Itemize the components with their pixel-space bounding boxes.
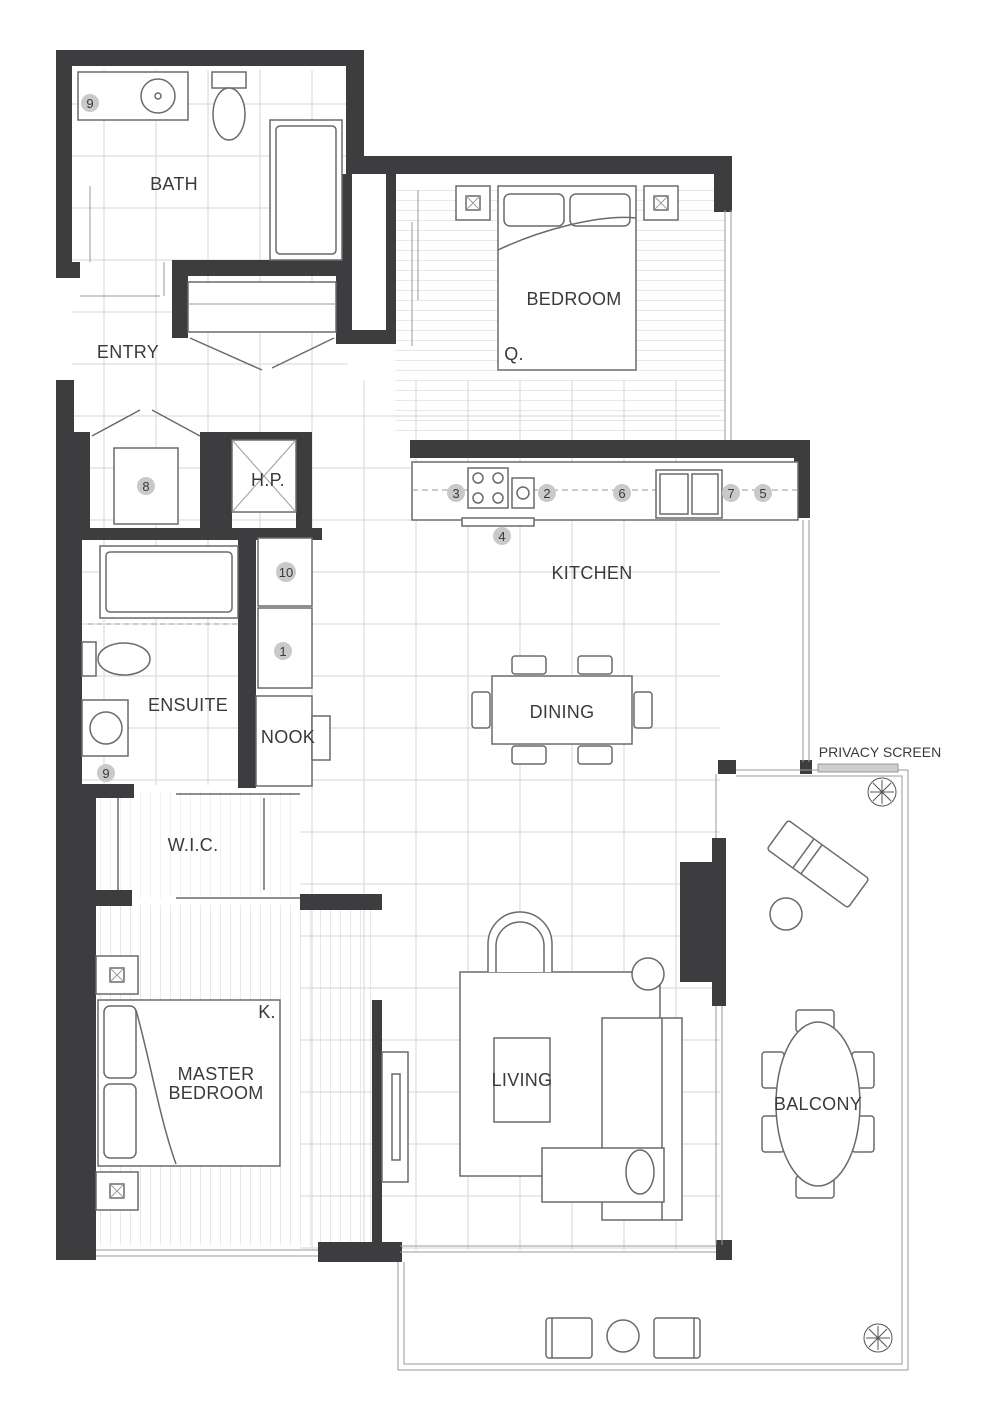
svg-text:6: 6	[618, 486, 625, 501]
master-bed-size: K.	[258, 1002, 276, 1022]
bath-label: BATH	[150, 174, 198, 194]
balcony	[397, 763, 909, 1371]
entry-label: ENTRY	[97, 342, 159, 362]
svg-text:5: 5	[759, 486, 766, 501]
master-furniture	[95, 955, 409, 1211]
tag-cooktop-right: 2	[538, 484, 556, 502]
ensuite-fixtures	[81, 545, 239, 757]
room-labels: BATH BEDROOM ENTRY H.P. KITCHEN ENSUITE …	[97, 174, 941, 1114]
tag-end-cabinet: 5	[754, 484, 772, 502]
hp-label: H.P.	[251, 470, 285, 490]
living-label: LIVING	[492, 1070, 553, 1090]
tag-nook-lower: 1	[274, 642, 292, 660]
walls	[56, 50, 812, 1262]
master-label-line1: MASTER	[178, 1064, 255, 1084]
tag-dishwasher: 6	[613, 484, 631, 502]
tag-nook-upper: 10	[276, 562, 296, 582]
nook-label: NOOK	[261, 727, 315, 747]
tag-closet: 8	[137, 477, 155, 495]
dining-label: DINING	[530, 702, 595, 722]
entry-closet	[91, 281, 337, 437]
wic-floor	[100, 792, 300, 898]
tag-bath-sink: 9	[81, 94, 99, 112]
balcony-dining-table	[761, 1009, 875, 1199]
balcony-chairs	[545, 1317, 701, 1359]
tag-cooktop-left: 3	[447, 484, 465, 502]
plant-icon	[863, 1323, 893, 1353]
ensuite-label: ENSUITE	[148, 695, 228, 715]
bedroom-label: BEDROOM	[526, 289, 621, 309]
privacy-screen-label: PRIVACY SCREEN	[819, 744, 941, 760]
tag-sink: 7	[722, 484, 740, 502]
dining-set	[471, 655, 653, 765]
bedroom-bed-size: Q.	[504, 344, 524, 364]
svg-text:9: 9	[102, 766, 109, 781]
wic-label: W.I.C.	[168, 835, 219, 855]
bedroom-furniture	[411, 185, 679, 371]
svg-text:4: 4	[498, 529, 505, 544]
svg-text:3: 3	[452, 486, 459, 501]
appliance-tags: 9 8 3 2 4 6 7 5 10 1 9	[81, 94, 772, 782]
svg-text:7: 7	[727, 486, 734, 501]
balcony-label: BALCONY	[774, 1094, 862, 1114]
master-label-line2: BEDROOM	[168, 1083, 263, 1103]
wic-shelving	[117, 793, 300, 899]
tag-ensuite-sink: 9	[97, 764, 115, 782]
tag-hood: 4	[493, 527, 511, 545]
nook-cabinets	[255, 537, 331, 787]
side-table	[769, 897, 803, 931]
svg-text:2: 2	[543, 486, 550, 501]
hp-unit	[231, 439, 297, 513]
plant-icon	[867, 777, 897, 807]
svg-text:1: 1	[279, 644, 286, 659]
kitchen-counter	[411, 461, 799, 527]
svg-text:9: 9	[86, 96, 93, 111]
privacy-screen	[817, 763, 899, 773]
svg-text:10: 10	[279, 565, 293, 580]
living-furniture	[459, 911, 683, 1221]
bath-fixtures	[77, 71, 343, 297]
kitchen-label: KITCHEN	[551, 563, 632, 583]
lounge-chair	[767, 820, 869, 908]
svg-text:8: 8	[142, 479, 149, 494]
windows	[96, 210, 810, 1257]
